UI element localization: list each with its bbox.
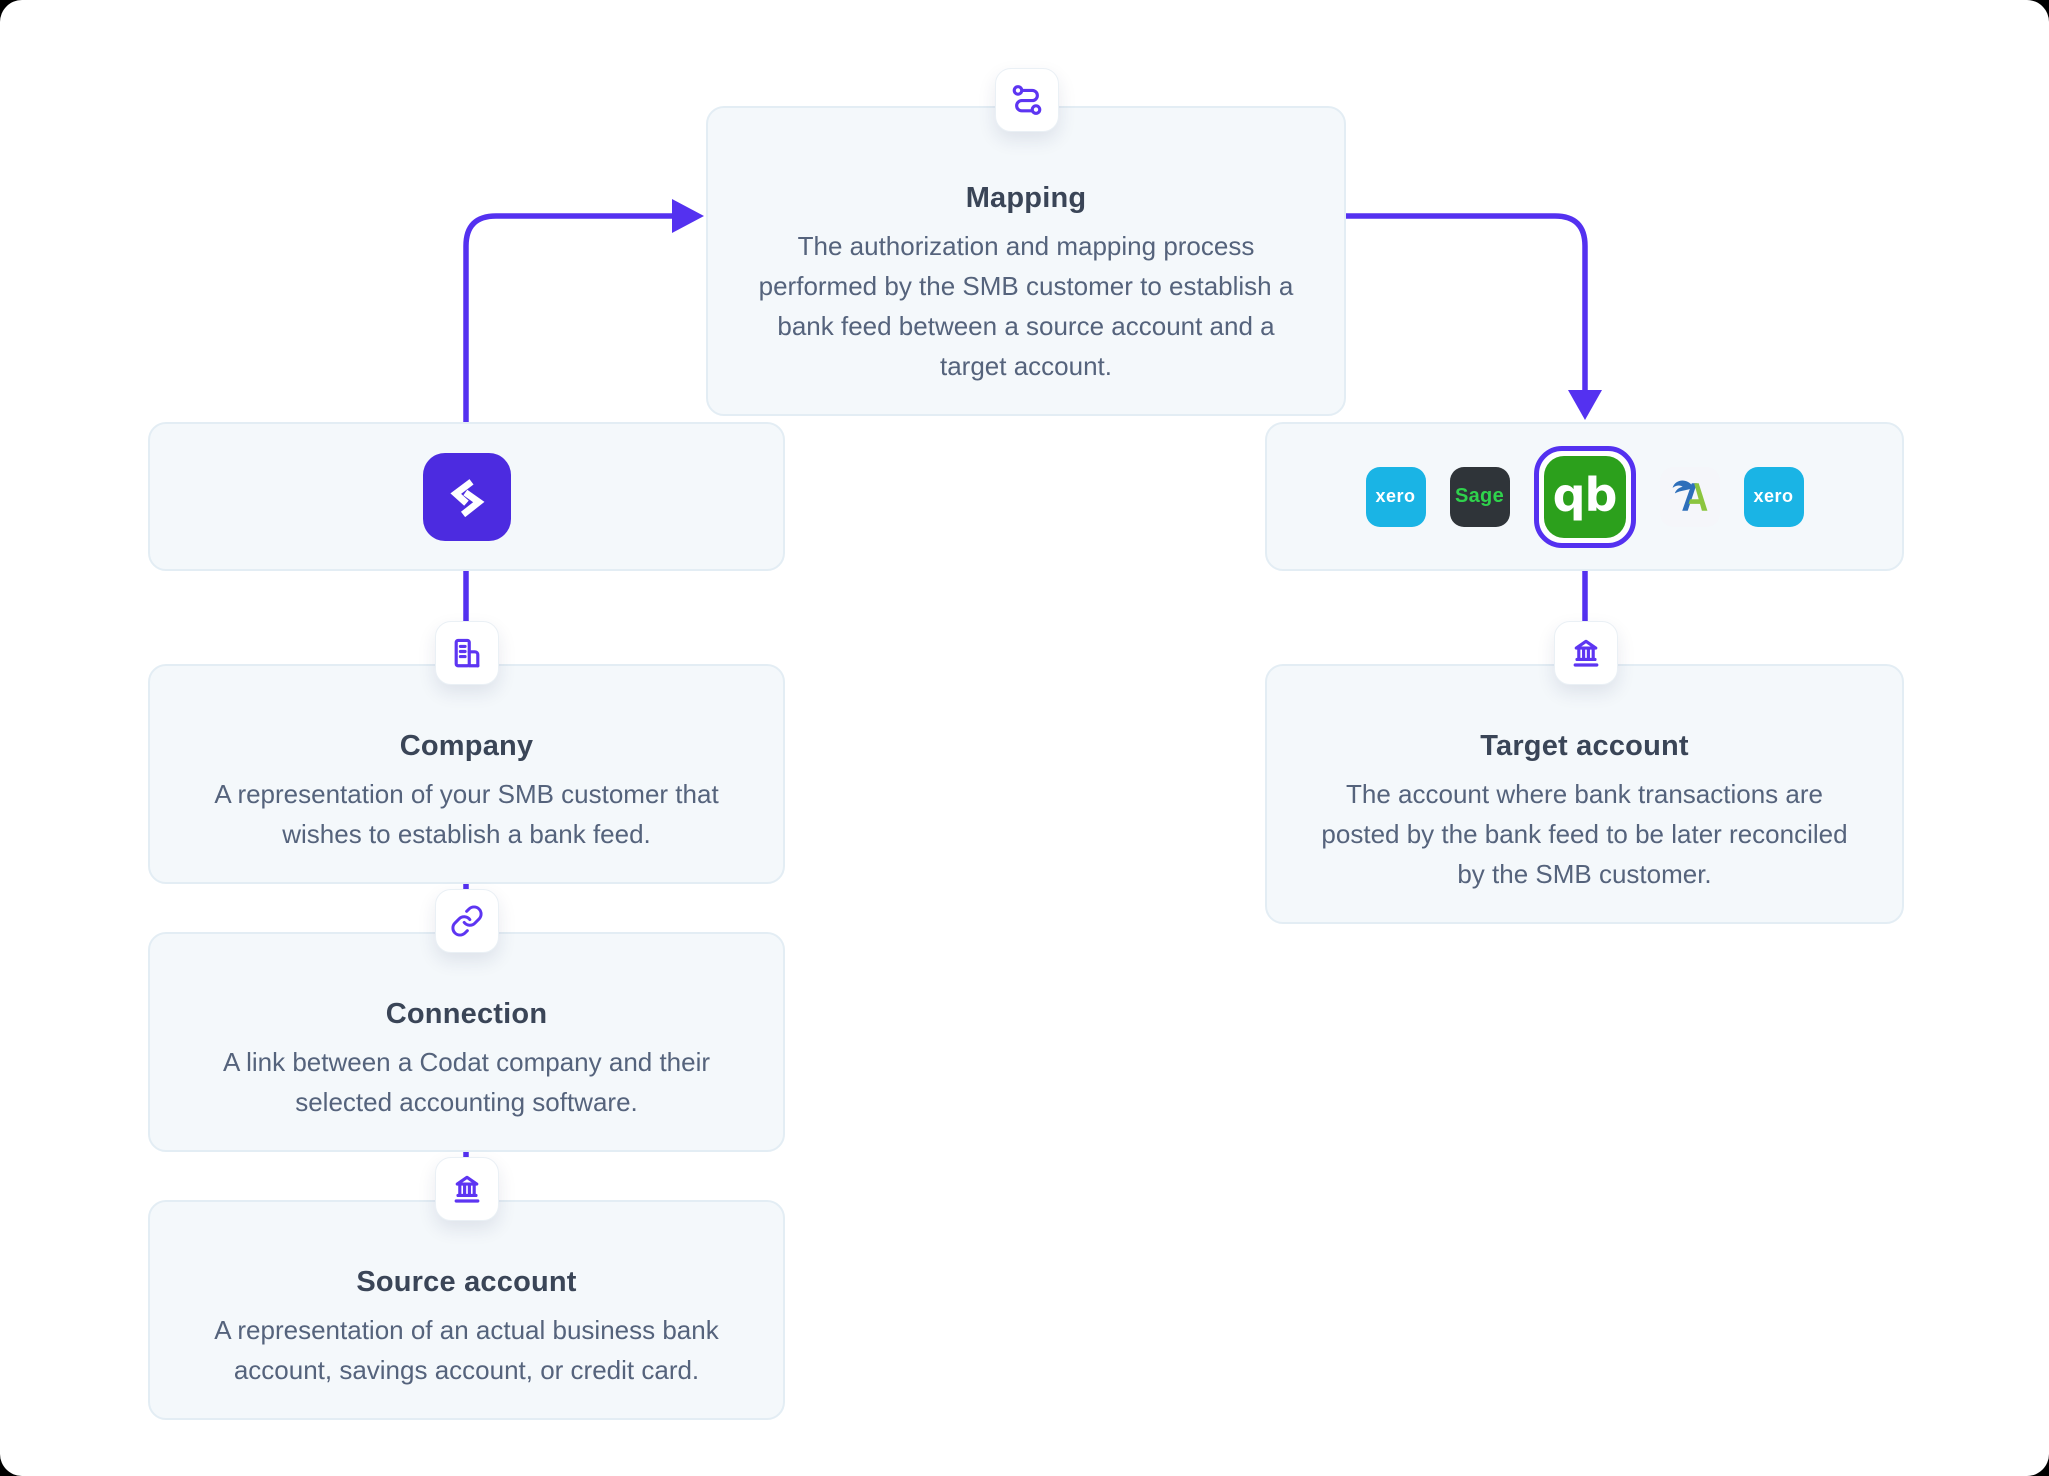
arrowhead-down-icon [1568,390,1602,420]
company-badge [435,621,499,685]
quickbooks-selected-ring: qb [1533,445,1636,548]
platform-card [148,422,785,571]
source-account-description: A representation of an actual business b… [214,1315,719,1385]
sage-logo: Sage [1449,466,1510,527]
accounting-platforms-card: xero Sage qb xero [1265,422,1904,571]
xero-logo-label: xero [1753,486,1794,506]
arrowhead-right-icon [672,199,704,233]
source-account-title: Source account [356,1266,577,1298]
source-account-card: Source account A representation of an ac… [148,1200,785,1420]
quickbooks-logo-label: qb [1552,467,1618,522]
target-account-card: Target account The account where bank tr… [1265,664,1904,924]
quickbooks-logo: qb [1543,455,1626,538]
freeagent-logo-icon [1672,480,1707,511]
xero-logo: xero [1365,466,1426,527]
source-account-badge [435,1157,499,1221]
xero-logo: xero [1743,466,1804,527]
bank-icon [1573,639,1599,667]
mapping-badge [995,68,1059,132]
mapping-card: Mapping The authorization and mapping pr… [706,106,1346,416]
freeagent-logo [1659,466,1720,527]
building-icon [454,638,480,668]
mapping-title: Mapping [965,182,1087,214]
target-account-title: Target account [1480,730,1689,762]
sage-logo-label: Sage [1454,485,1504,507]
link-icon [451,905,483,937]
xero-logo-label: xero [1375,486,1416,506]
arrow-platform-to-mapping [463,213,672,422]
mapping-description: The authorization and mapping process pe… [758,231,1294,381]
route-icon [1012,85,1042,115]
codat-logo-icon [449,478,484,517]
target-account-description: The account where bank transactions are … [1321,779,1848,889]
codat-logo [422,452,511,541]
bank-icon [454,1175,480,1203]
company-card: Company A representation of your SMB cus… [148,664,785,884]
connection-title: Connection [385,998,548,1030]
connection-description: A link between a Codat company and their… [222,1047,711,1117]
target-account-badge [1554,621,1618,685]
company-description: A representation of your SMB customer th… [214,779,719,849]
connection-badge [435,889,499,953]
connection-card: Connection A link between a Codat compan… [148,932,785,1152]
arrow-mapping-to-platforms [1346,213,1588,390]
company-title: Company [399,730,534,762]
platform-logo-row: xero Sage qb xero [1267,424,1902,569]
